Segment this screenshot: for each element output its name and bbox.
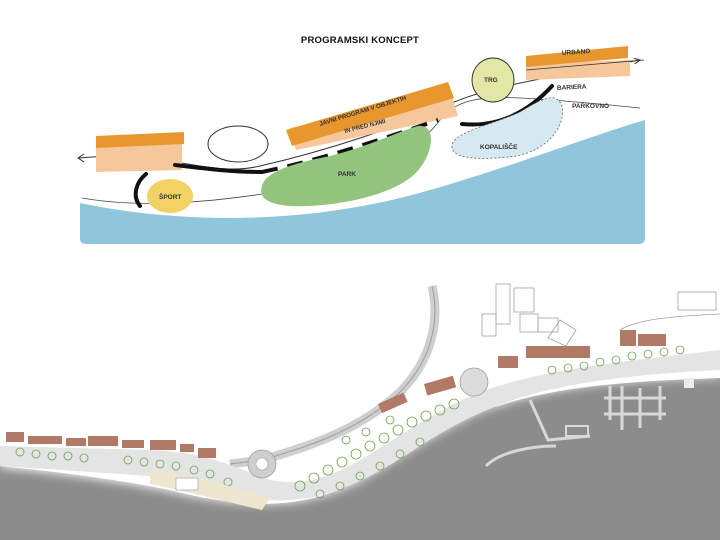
promenade: [0, 350, 720, 501]
roundabout-right: [459, 367, 489, 397]
javni-program-band-light: [290, 96, 458, 150]
piers: [484, 386, 666, 468]
javni-program-band: [286, 82, 454, 146]
label-park: PARK: [338, 171, 356, 178]
concept-sea: [80, 120, 645, 244]
town-outlines: [481, 283, 720, 347]
sport-area: [147, 179, 193, 213]
buildings-left: [6, 432, 216, 458]
left-band-light: [96, 144, 182, 172]
concept-diagram: URBANO BARIERA PARKOVNO TRG JAVNI PROGRA…: [77, 46, 645, 244]
kopalisce-area: [451, 97, 563, 159]
concept-circle: [207, 125, 269, 163]
label-urbano: URBANO: [562, 48, 591, 57]
barrier-line-left: [173, 163, 264, 174]
trees: [15, 345, 685, 499]
barrier-hook-left: [133, 172, 148, 208]
urbano-band: [526, 46, 628, 67]
buildings-right: [378, 330, 666, 414]
marina-dock: [684, 378, 694, 388]
main-road-edge: [229, 285, 436, 465]
concept-boundary-arrow-left: [77, 153, 85, 163]
roundabout-left-center: [255, 457, 269, 471]
pier-platform: [565, 425, 589, 437]
urbano-band-light: [526, 60, 630, 80]
page-title: PROGRAMSKI KONCEPT: [300, 35, 420, 46]
label-parkovno: PARKOVNO: [572, 103, 609, 110]
plaza-left: [175, 477, 199, 491]
park-area: [261, 125, 431, 207]
label-bariera: BARIERA: [557, 83, 587, 92]
label-sport: ŠPORT: [159, 192, 181, 201]
plan-sea: [0, 378, 720, 540]
label-trg: TRG: [484, 77, 498, 84]
label-kopalisce: KOPALIŠČE: [480, 142, 518, 151]
urbano-arrow-line: [525, 59, 645, 71]
left-band: [96, 132, 184, 148]
trg-area: [471, 57, 515, 103]
